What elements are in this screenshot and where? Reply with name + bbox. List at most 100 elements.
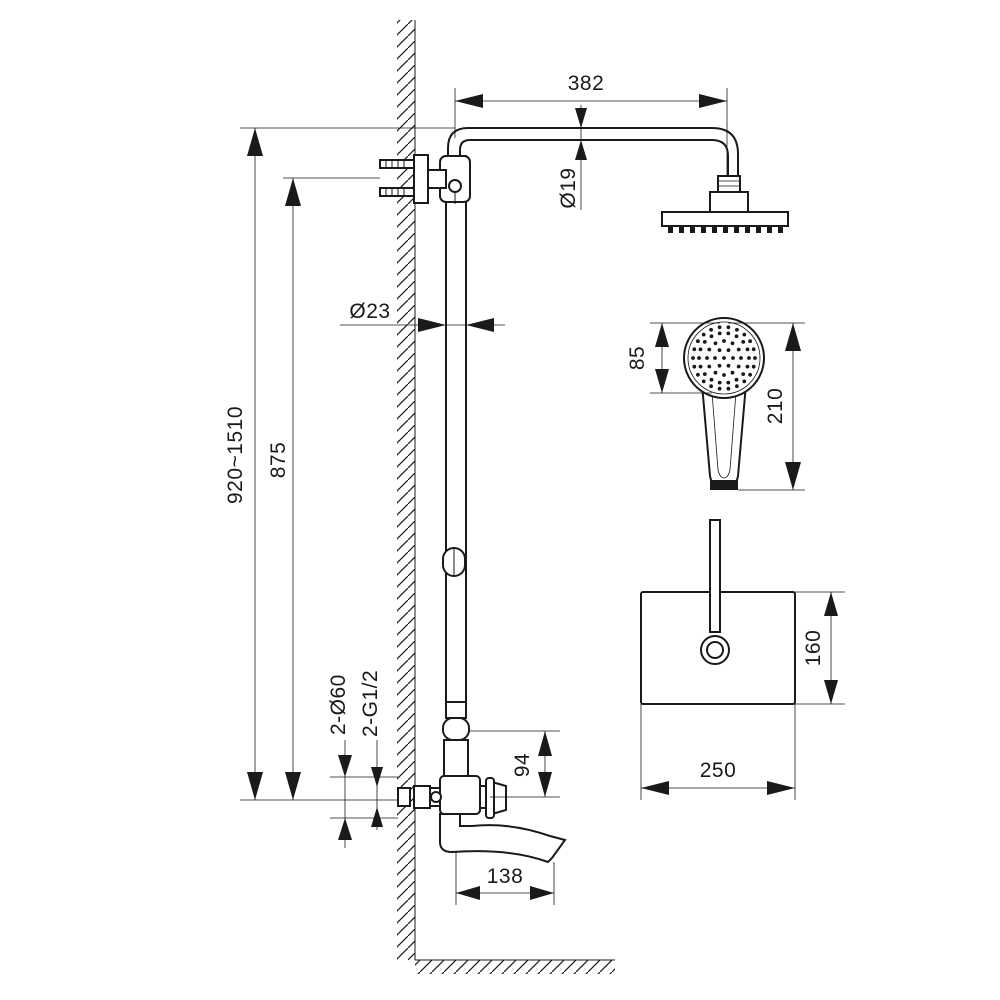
nozzle	[722, 339, 726, 343]
nozzle	[722, 373, 726, 377]
nozzle	[734, 377, 739, 382]
dim-mixer-offset: 94	[511, 753, 534, 777]
nozzle	[745, 226, 750, 233]
dim-spout-length: 138	[487, 865, 524, 888]
dim-flange-diameter: 2-Ø60	[327, 674, 350, 735]
nozzle	[723, 226, 728, 233]
hand-shower	[683, 317, 765, 490]
nozzle	[726, 331, 731, 336]
nozzle	[668, 226, 673, 233]
wall-hatching	[397, 20, 415, 960]
nozzle	[756, 226, 761, 233]
nozzle	[691, 356, 695, 360]
nozzle	[709, 334, 714, 339]
nozzle	[748, 372, 752, 377]
nozzle	[745, 347, 750, 352]
hand-shower-handle	[700, 383, 748, 490]
hand-shower-nozzles	[691, 325, 757, 391]
nozzle	[726, 380, 731, 385]
nozzle	[701, 379, 706, 384]
nozzle	[747, 356, 751, 360]
dimension-lines: 382 Ø19 920~1510 875 Ø23 2-Ø60	[224, 72, 845, 905]
dim-hand-shower-length: 210	[764, 388, 787, 425]
nozzle	[736, 364, 741, 369]
diverter-collar	[445, 701, 467, 719]
nozzle	[741, 372, 746, 376]
nozzle	[734, 334, 739, 339]
nozzle	[712, 226, 717, 233]
nozzle	[696, 339, 700, 344]
plate-outlet	[706, 641, 724, 659]
bracket-plate	[413, 154, 429, 204]
inlet-eccentric	[397, 787, 411, 807]
nozzle	[698, 364, 703, 369]
concealed-cover-plate	[640, 519, 796, 705]
nozzle	[726, 386, 731, 391]
dim-bracket-height: 875	[267, 442, 290, 479]
nozzle	[726, 325, 731, 330]
riser-tube	[445, 155, 467, 709]
nozzle	[713, 341, 718, 346]
nozzle	[690, 226, 695, 233]
nozzle	[717, 363, 722, 368]
nozzle	[702, 372, 707, 376]
nozzle	[742, 332, 747, 337]
nozzle	[697, 356, 701, 360]
nozzle	[713, 356, 717, 360]
nozzle	[702, 340, 707, 344]
nozzle	[705, 356, 709, 360]
nozzle	[735, 327, 739, 332]
bracket-anchor-2	[379, 187, 415, 197]
mixer-body	[439, 775, 481, 815]
nozzle	[741, 340, 746, 344]
diverter-knob	[442, 717, 470, 741]
hand-shower-hose-connector	[710, 480, 738, 490]
nozzle	[717, 386, 722, 391]
nozzle	[701, 226, 706, 233]
nozzle	[701, 332, 706, 337]
head-connector	[717, 175, 741, 193]
mixer-neck	[443, 739, 469, 779]
nozzle	[717, 331, 722, 336]
nozzle	[748, 339, 752, 344]
dim-plate-width: 250	[700, 759, 737, 782]
clamp-screw	[448, 179, 462, 193]
floor-hatching	[415, 960, 615, 974]
nozzle	[709, 384, 713, 389]
nozzle	[730, 370, 735, 375]
shower-arm	[447, 127, 739, 177]
nozzle	[713, 370, 718, 375]
nozzle	[753, 356, 757, 360]
wall-bracket	[379, 154, 447, 204]
dim-arm-length: 382	[568, 72, 605, 95]
nozzle	[709, 377, 714, 382]
nozzle	[717, 325, 722, 330]
nozzle	[739, 356, 743, 360]
nozzle	[679, 226, 684, 233]
nozzle	[717, 380, 722, 385]
nozzle	[751, 364, 756, 369]
nozzle	[707, 364, 712, 369]
bath-spout	[439, 813, 567, 864]
nozzle	[742, 379, 747, 384]
overhead-shower	[447, 127, 789, 233]
nozzle	[735, 384, 739, 389]
nozzle	[726, 363, 731, 368]
nozzle	[734, 226, 739, 233]
nozzle	[767, 226, 772, 233]
nozzle	[736, 347, 741, 352]
bath-mixer	[397, 701, 567, 864]
bracket-arm	[427, 169, 447, 189]
nozzle	[696, 372, 700, 377]
nozzle	[692, 364, 697, 369]
nozzle	[731, 356, 735, 360]
riser-pipe	[439, 155, 471, 709]
nozzle	[692, 347, 697, 352]
nozzle	[722, 356, 726, 360]
wall	[397, 20, 615, 974]
bracket-anchor-1	[379, 159, 415, 169]
nozzle	[717, 348, 722, 353]
dim-riser-diameter: Ø23	[349, 300, 390, 323]
plate-pipe	[709, 519, 721, 633]
